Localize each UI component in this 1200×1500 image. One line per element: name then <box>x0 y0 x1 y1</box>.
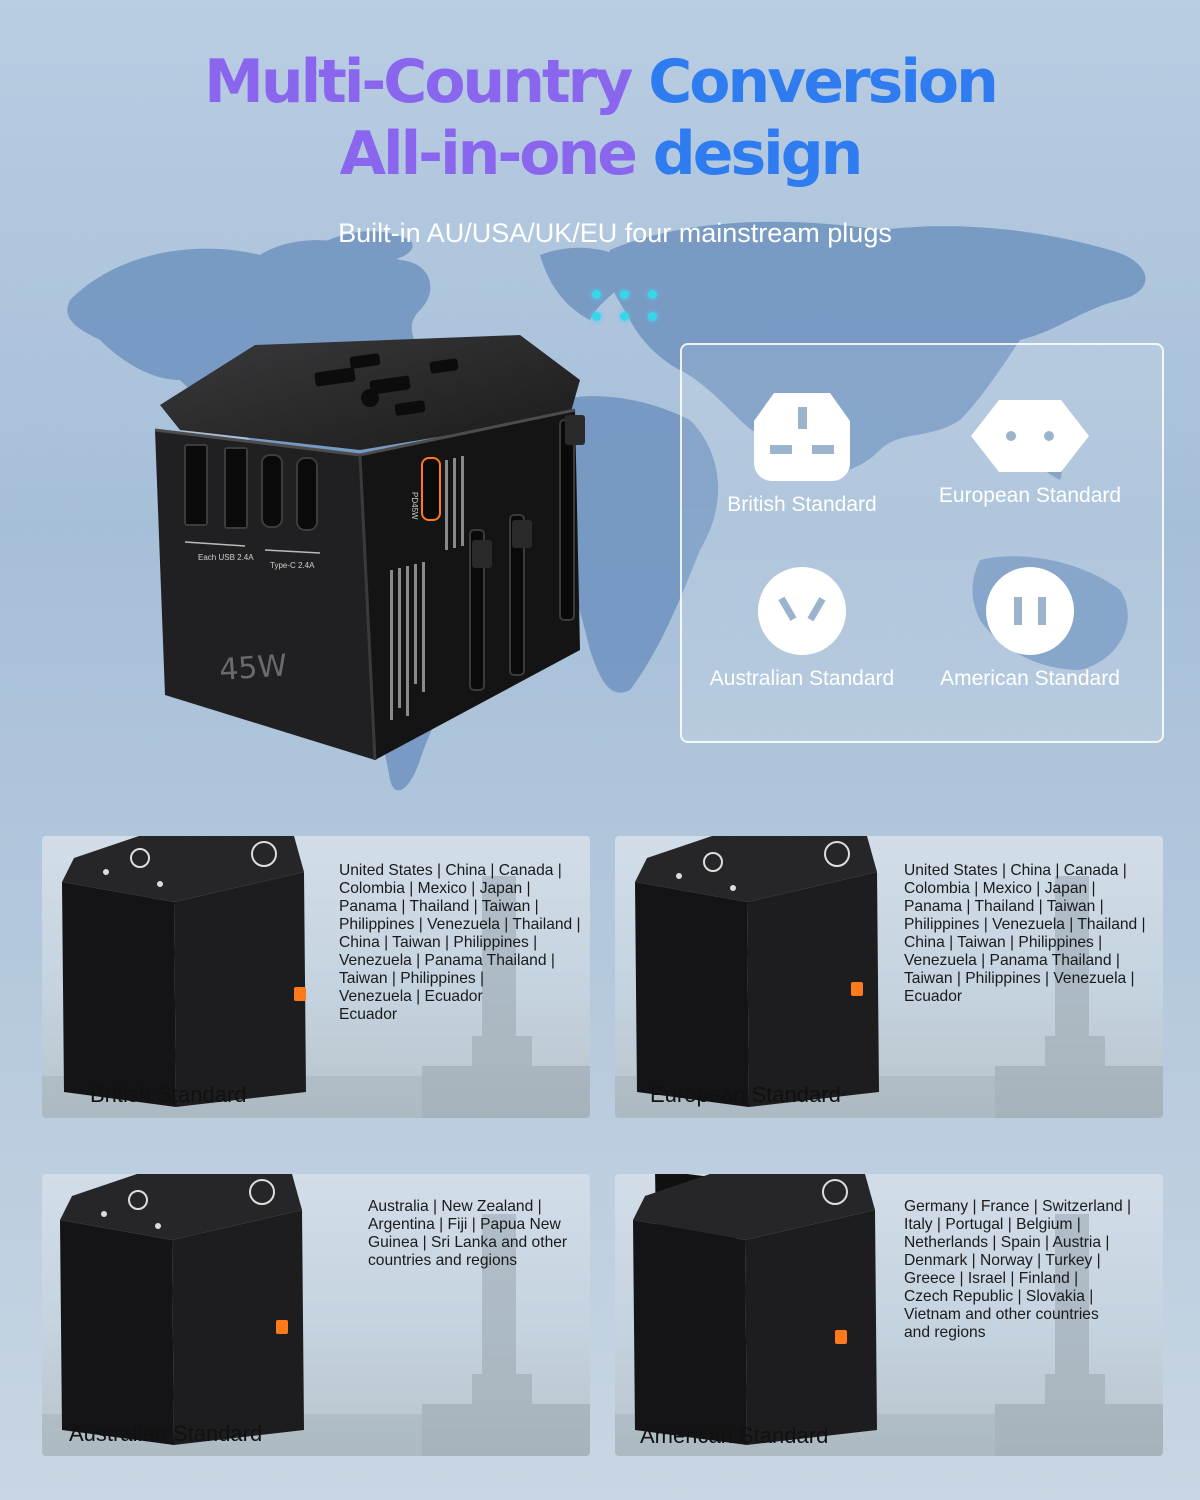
card-american: Germany | France | Switzerland | Italy |… <box>615 1174 1163 1456</box>
standard-item-european: European Standard <box>915 400 1145 508</box>
uk-plug-icon <box>754 393 850 481</box>
standard-item-american: American Standard <box>915 567 1145 691</box>
card-label-american: American Standard <box>640 1423 829 1448</box>
standard-item-british: British Standard <box>687 393 917 517</box>
card-european: United States | China | Canada | Colombi… <box>615 836 1163 1118</box>
country-line: Greece | Israel | Finland | <box>904 1270 1079 1287</box>
au-plug-icon <box>758 567 846 655</box>
country-line: Taiwan | Philippines | Venezuela | <box>904 970 1135 987</box>
card-label-british: British Standard <box>90 1082 247 1107</box>
country-line: Philippines | Venezuela | Thailand | <box>904 916 1146 933</box>
countries-list-american: Germany | France | Switzerland | Italy |… <box>904 1198 1162 1342</box>
country-line: Panama | Thailand | Taiwan | <box>904 898 1104 915</box>
standard-label-european: European Standard <box>938 484 1122 507</box>
headline-part-3: All-in-one <box>339 119 638 189</box>
adapter-british-image <box>62 836 306 1107</box>
country-line: United States | China | Canada | <box>339 862 562 879</box>
headline-part-4: design <box>652 119 864 189</box>
country-line: China | Taiwan | Philippines | <box>339 934 538 951</box>
country-line: Venezuela | Panama Thailand | <box>904 952 1120 969</box>
headline-line-1: Multi-Country Conversion <box>0 52 1200 112</box>
country-line: Philippines | Venezuela | Thailand | <box>339 916 581 933</box>
usb-label: Each USB 2.4A <box>198 553 254 562</box>
country-line: China | Taiwan | Philippines | <box>904 934 1103 951</box>
country-line: Vietnam and other countries <box>904 1306 1099 1323</box>
country-line: and regions <box>904 1324 986 1341</box>
country-line: Germany | France | Switzerland | <box>904 1198 1132 1215</box>
adapter-american-image <box>633 1174 877 1445</box>
adapter-european-image <box>635 836 879 1107</box>
country-line: Venezuela | Ecuador <box>339 988 483 1005</box>
card-british: United States | China | Canada | Colombi… <box>42 836 590 1118</box>
country-line: United States | China | Canada | <box>904 862 1127 879</box>
standard-label-british: British Standard <box>727 493 877 516</box>
countries-list-british: United States | China | Canada | Colombi… <box>339 862 589 1024</box>
adapter-australian-image <box>60 1174 304 1445</box>
card-label-australian: Australian Standard <box>69 1421 263 1446</box>
us-plug-icon <box>986 567 1074 655</box>
countries-list-australian: Australia | New Zealand | Argentina | Fi… <box>368 1198 590 1270</box>
typec-label: Type-C 2.4A <box>270 561 315 570</box>
country-line: Colombia | Mexico | Japan | <box>904 880 1096 897</box>
country-line: Colombia | Mexico | Japan | <box>339 880 531 897</box>
standard-item-australian: Australian Standard <box>687 567 917 691</box>
card-label-european: European Standard <box>650 1082 841 1107</box>
country-line: Venezuela | Panama Thailand | <box>339 952 555 969</box>
standard-label-american: American Standard <box>940 667 1120 690</box>
country-line: Czech Republic | Slovakia | <box>904 1288 1094 1305</box>
travel-adapter-image: Each USB 2.4A Type-C 2.4A 45W PD45W <box>154 335 585 761</box>
subtitle: Built-in AU/USA/UK/EU four mainstream pl… <box>338 218 892 248</box>
country-line: Argentina | Fiji | Papua New <box>368 1216 561 1233</box>
pd-label: PD45W <box>410 492 419 520</box>
country-line: Taiwan | Philippines | <box>339 970 485 987</box>
standard-label-australian: Australian Standard <box>709 667 895 690</box>
country-line: countries and regions <box>368 1252 518 1269</box>
country-line: Italy | Portugal | Belgium | <box>904 1216 1081 1233</box>
headline-part-2: Conversion <box>648 47 999 117</box>
power-label: 45W <box>218 648 288 688</box>
country-line: Guinea | Sri Lanka and other <box>368 1234 568 1251</box>
country-line: Ecuador <box>339 1006 398 1023</box>
countries-list-european: United States | China | Canada | Colombi… <box>904 862 1162 1006</box>
headline-line-2: All-in-one design <box>0 124 1200 184</box>
country-line: Panama | Thailand | Taiwan | <box>339 898 539 915</box>
country-line: Australia | New Zealand | <box>368 1198 542 1215</box>
card-australian: Australia | New Zealand | Argentina | Fi… <box>42 1174 590 1456</box>
eu-plug-icon <box>971 400 1089 472</box>
standards-panel: British Standard European Standard Austr… <box>680 343 1164 743</box>
country-line: Netherlands | Spain | Austria | <box>904 1234 1110 1251</box>
headline-part-1: Multi-Country <box>204 47 633 117</box>
country-line: Denmark | Norway | Turkey | <box>904 1252 1101 1269</box>
decorative-dots <box>592 290 662 326</box>
country-line: Ecuador <box>904 988 963 1005</box>
